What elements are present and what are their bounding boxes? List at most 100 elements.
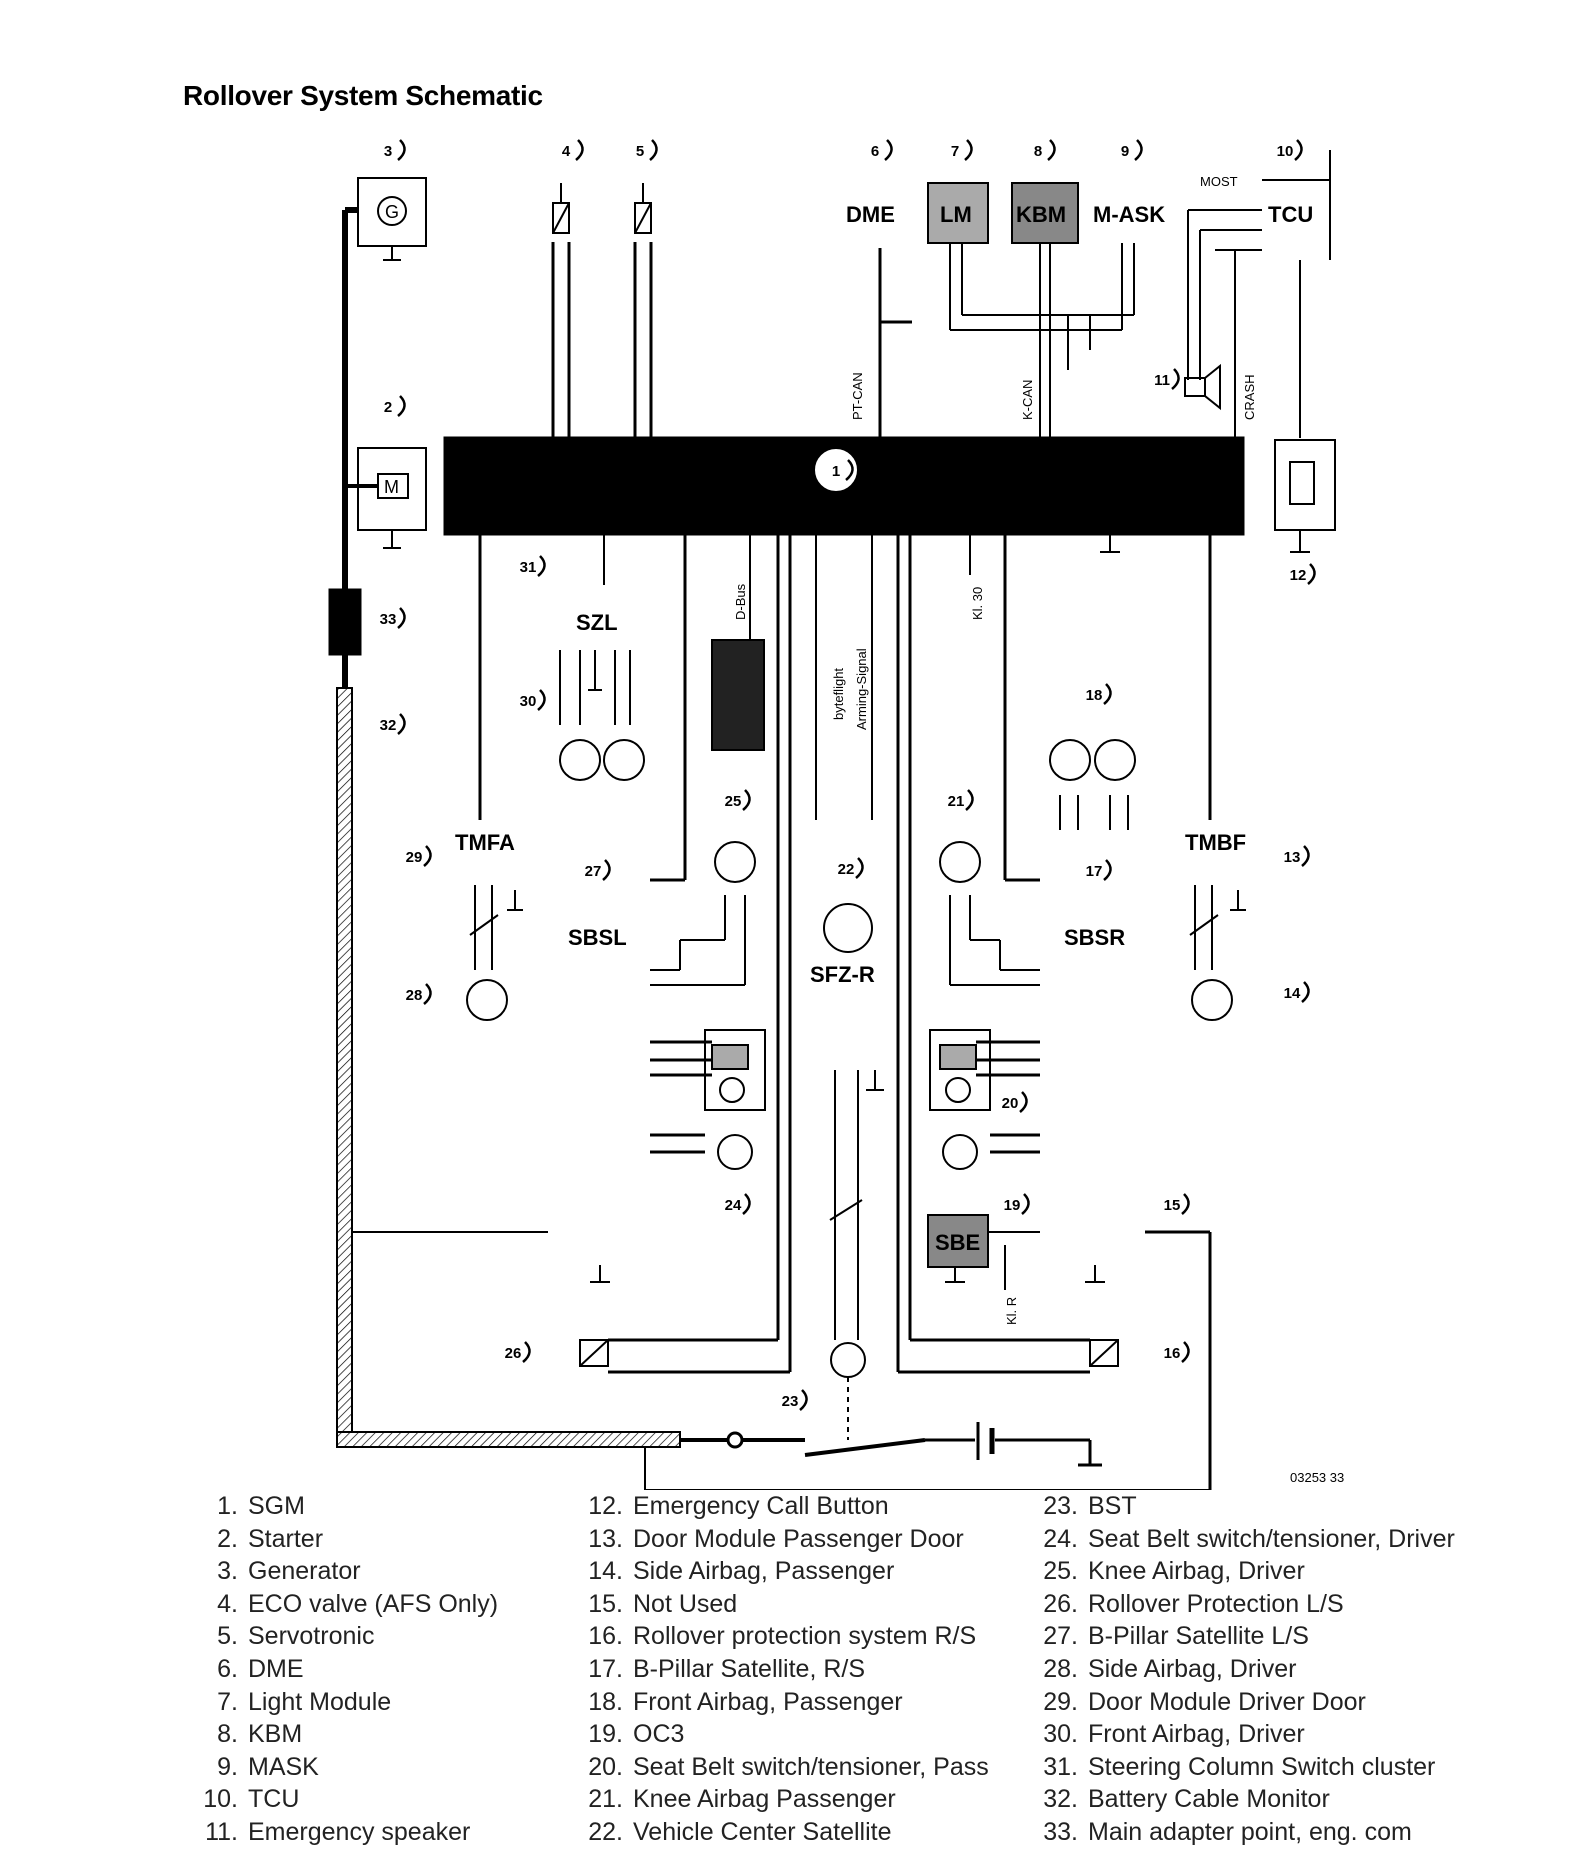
callout-1: 1 <box>832 463 840 480</box>
legend-text: Side Airbag, Driver <box>1088 1654 1297 1683</box>
legend-text: Front Airbag, Driver <box>1088 1720 1305 1749</box>
callout-13: 13 <box>1284 849 1301 866</box>
legend-number: 11. <box>205 1817 238 1846</box>
legend-number: 16. <box>588 1622 623 1651</box>
callout-arc-29 <box>423 845 432 867</box>
legend-number: 18. <box>588 1687 623 1716</box>
legend-number: 33. <box>1043 1817 1078 1846</box>
legend-item: 31.Steering Column Switch cluster <box>1030 1753 1460 1786</box>
legend-text: Emergency Call Button <box>633 1492 889 1520</box>
legend-text: Main adapter point, eng. com <box>1088 1817 1412 1846</box>
legend-number: 5. <box>217 1622 238 1651</box>
callout-27: 27 <box>585 863 602 880</box>
legend-number: 27. <box>1043 1622 1078 1651</box>
label-sbsr: SBSR <box>1064 925 1125 950</box>
legend-text: ECO valve (AFS Only) <box>248 1589 499 1618</box>
legend-item: 18. Front Airbag, Passenger <box>575 1688 1030 1721</box>
legend-item: 32.Battery Cable Monitor <box>1030 1785 1460 1818</box>
label-szl: SZL <box>576 610 618 635</box>
legend-text: BST <box>1088 1492 1137 1520</box>
callout-arc-11 <box>1171 368 1180 390</box>
sbe-module <box>927 1214 989 1268</box>
callout-arc-4 <box>575 139 584 161</box>
legend-number: 23. <box>1043 1492 1078 1520</box>
callout-28: 28 <box>406 987 423 1004</box>
legend-item: 9.MASK <box>190 1753 575 1786</box>
legend-number: 31. <box>1043 1752 1078 1781</box>
callout-10: 10 <box>1277 143 1294 160</box>
legend-number: 32. <box>1043 1785 1078 1814</box>
legend-text: Knee Airbag, Driver <box>1088 1557 1305 1586</box>
emergency-call-button <box>1274 439 1336 531</box>
callout-22: 22 <box>838 861 855 878</box>
callout-29: 29 <box>406 849 423 866</box>
legend-item: 23. BST <box>1030 1492 1460 1525</box>
legend-number: 15. <box>588 1589 623 1618</box>
rollover-schematic: DME LM KBM M-ASK TCU MOST SZL TMFA TMBF … <box>328 139 1344 1490</box>
callout-arc-15 <box>1181 1193 1190 1215</box>
legend-item: 19.OC3 <box>575 1720 1030 1753</box>
legend-text: TCU <box>248 1785 300 1814</box>
callout-arc-7 <box>964 139 973 161</box>
label-mask: M-ASK <box>1093 202 1165 227</box>
label-most: MOST <box>1200 174 1238 189</box>
callout-arc-21 <box>965 789 974 811</box>
legend-number: 6. <box>217 1654 238 1683</box>
callout-arc-3 <box>397 139 406 161</box>
legend-text: B-Pillar Satellite, R/S <box>633 1654 866 1683</box>
callout-arc-26 <box>522 1341 531 1363</box>
legend-text: Vehicle Center Satellite <box>633 1817 892 1846</box>
callout-15: 15 <box>1164 1197 1181 1214</box>
callout-11: 11 <box>1154 372 1170 389</box>
callout-arc-33 <box>397 607 406 629</box>
label-tcu: TCU <box>1268 202 1313 227</box>
legend-text: MASK <box>248 1752 319 1781</box>
callout-arc-25 <box>742 789 751 811</box>
wire-crash: CRASH <box>1242 374 1257 420</box>
lm-module <box>927 182 989 244</box>
legend-text: Front Airbag, Passenger <box>633 1687 903 1716</box>
callout-arc-18 <box>1103 683 1112 705</box>
adapter-33 <box>328 588 362 656</box>
legend-text: SGM <box>248 1492 305 1520</box>
callout-21: 21 <box>948 793 965 810</box>
callout-12: 12 <box>1290 567 1307 584</box>
callout-5: 5 <box>636 143 644 160</box>
wire-dbus: D-Bus <box>733 583 748 620</box>
legend-number: 24. <box>1043 1524 1078 1553</box>
label-tmfa: TMFA <box>455 830 515 855</box>
callout-19: 19 <box>1004 1197 1021 1214</box>
legend-item: 26.Rollover Protection L/S <box>1030 1590 1460 1623</box>
callout-arc-14 <box>1301 981 1310 1003</box>
legend-text: Generator <box>248 1557 361 1586</box>
legend-item: 30.Front Airbag, Driver <box>1030 1720 1460 1753</box>
legend-item: 1.SGM <box>190 1492 575 1525</box>
legend-number: 4. <box>217 1589 238 1618</box>
callout-arc-9 <box>1134 139 1143 161</box>
label-sfzr: SFZ-R <box>810 962 875 987</box>
callout-arc-24 <box>742 1193 751 1215</box>
callout-4: 4 <box>562 143 571 160</box>
speaker <box>1184 377 1206 397</box>
legend-text: KBM <box>248 1720 303 1749</box>
callout-arc-16 <box>1181 1341 1190 1363</box>
legend-item: 10.TCU <box>190 1785 575 1818</box>
legend-item: 21.Knee Airbag Passenger <box>575 1785 1030 1818</box>
callout-32: 32 <box>380 717 397 734</box>
legend-item: 7.Light Module <box>190 1688 575 1721</box>
legend-text: Not Used <box>633 1589 738 1618</box>
label-sbsl: SBSL <box>568 925 627 950</box>
callout-7: 7 <box>951 143 959 160</box>
callout-17: 17 <box>1086 863 1103 880</box>
callout-arc-12 <box>1307 563 1316 585</box>
figure-code: 03253 33 <box>1290 1470 1344 1485</box>
callout-31: 31 <box>520 559 537 576</box>
label-kbm: KBM <box>1016 202 1066 227</box>
callout-arc-28 <box>423 983 432 1005</box>
legend-item: 29.Door Module Driver Door <box>1030 1688 1460 1721</box>
legend-text: Rollover Protection L/S <box>1088 1589 1344 1618</box>
label-sbe: SBE <box>935 1230 980 1255</box>
wire-arming: Arming-Signal <box>854 648 869 730</box>
label-tmbf: TMBF <box>1185 830 1246 855</box>
